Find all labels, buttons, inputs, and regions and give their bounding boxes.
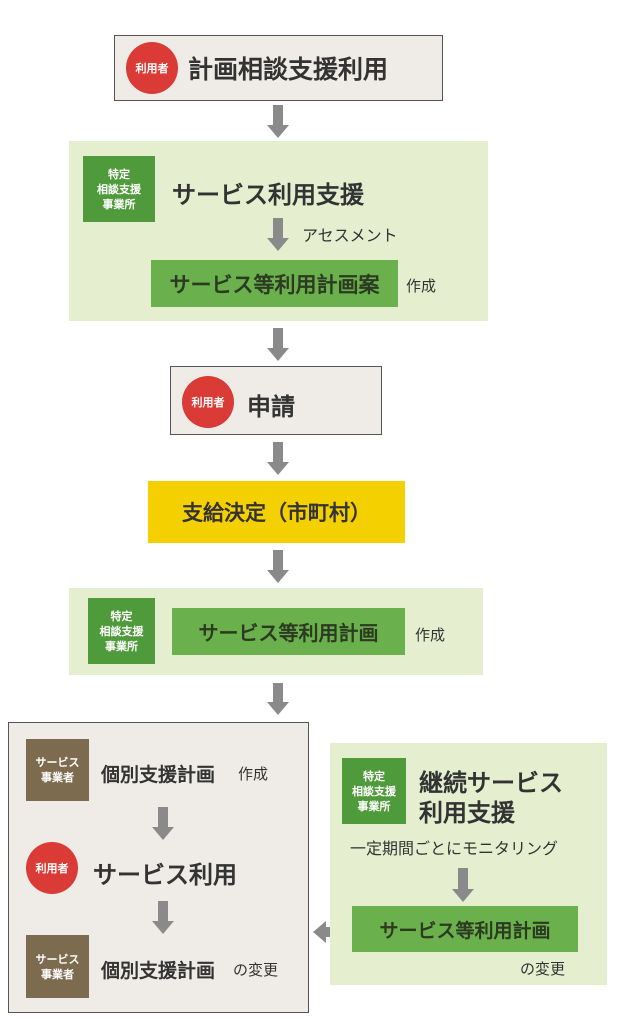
- arrow-down-icon: [267, 442, 289, 475]
- arrow-down-icon: [452, 868, 474, 902]
- individual-plan-change-title: 個別支援計画: [101, 960, 216, 982]
- create-label: 作成: [415, 626, 446, 644]
- arrow-down-icon: [152, 807, 174, 840]
- monitoring-label: 一定期間ごとにモニタリング: [350, 839, 559, 858]
- step3-title: 申請: [247, 393, 295, 421]
- user-badge: 利用者: [26, 842, 78, 894]
- change-label: の変更: [520, 960, 566, 978]
- specific-consultation-office-badge: 特定 相談支援 事業所: [88, 598, 155, 664]
- individual-plan-title: 個別支援計画: [101, 764, 216, 786]
- payment-decision-box: 支給決定（市町村）: [148, 481, 405, 543]
- specific-consultation-office-badge: 特定 相談支援 事業所: [342, 758, 406, 824]
- service-use-title: サービス利用: [93, 861, 237, 889]
- arrow-down-icon: [267, 105, 289, 138]
- arrow-down-icon: [267, 550, 289, 583]
- continuous-support-title-line2: 利用支援: [419, 799, 515, 827]
- arrow-down-icon: [267, 683, 289, 715]
- step4-title: 支給決定（市町村）: [182, 501, 371, 525]
- continuous-support-title-line1: 継続サービス: [419, 769, 563, 797]
- service-provider-badge: サービス 事業者: [26, 739, 89, 801]
- arrow-down-icon: [267, 328, 289, 361]
- assessment-label: アセスメント: [302, 226, 398, 245]
- service-plan-box: サービス等利用計画: [352, 906, 578, 952]
- create-label: 作成: [238, 765, 269, 783]
- step2-title: サービス利用支援: [172, 181, 364, 209]
- service-provider-badge: サービス 事業者: [26, 935, 89, 998]
- arrow-down-icon: [267, 218, 289, 251]
- arrow-down-icon: [152, 901, 174, 934]
- user-badge: 利用者: [126, 42, 178, 94]
- service-plan-draft-box: サービス等利用計画案: [151, 260, 398, 307]
- create-label: 作成: [406, 277, 437, 295]
- step1-title: 計画相談支援利用: [188, 55, 389, 84]
- change-label: の変更: [233, 961, 279, 979]
- service-plan-box: サービス等利用計画: [172, 608, 405, 655]
- user-badge: 利用者: [182, 376, 234, 428]
- specific-consultation-office-badge: 特定 相談支援 事業所: [83, 156, 155, 222]
